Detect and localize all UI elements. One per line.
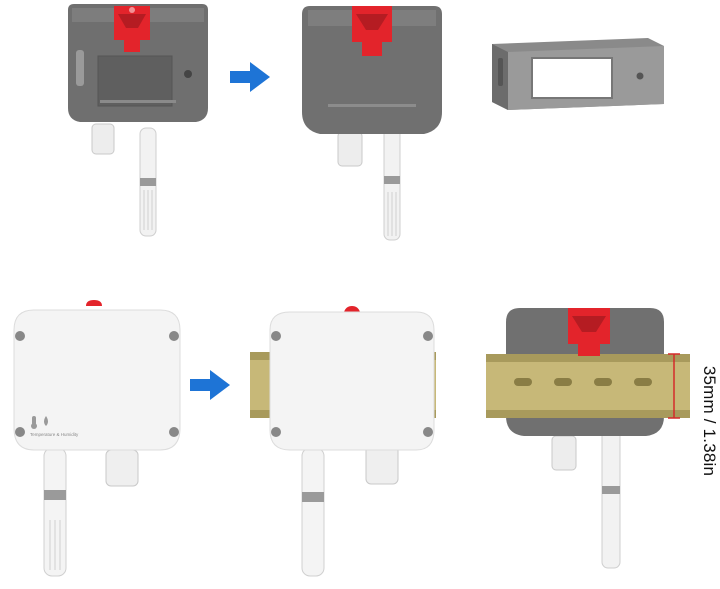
cable-gland: [337, 131, 363, 167]
sensor-probe: [601, 427, 621, 569]
cable-gland: [105, 449, 139, 487]
cable-gland: [91, 123, 115, 155]
thermometer-icon: [31, 416, 37, 429]
din-rail: [486, 354, 690, 418]
white-enclosure-on-rail: [250, 306, 436, 577]
gray-base-on-rail: [486, 308, 690, 569]
white-housing: [13, 309, 181, 451]
white-housing: [269, 311, 435, 451]
dimension-text: 35mm / 1.38in: [700, 365, 720, 477]
dimension-marker: [668, 353, 680, 419]
gray-base-plate: [302, 6, 442, 134]
sensor-probe: [301, 447, 325, 577]
cable-gland: [551, 435, 577, 471]
product-caption: Temperature & Humidity: [30, 432, 79, 437]
droplet-icon: [44, 416, 48, 426]
white-enclosure: Temperature & Humidity: [13, 300, 181, 577]
arrow-right-icon: [190, 370, 230, 400]
arrow-right-icon: [230, 62, 270, 92]
dimension-label: 35mm / 1.38in: [687, 336, 720, 506]
cable-gland: [365, 445, 399, 485]
mounting-bracket: [492, 38, 664, 110]
gray-base-with-sensor: [68, 4, 208, 237]
gray-base-closed: [302, 6, 442, 241]
